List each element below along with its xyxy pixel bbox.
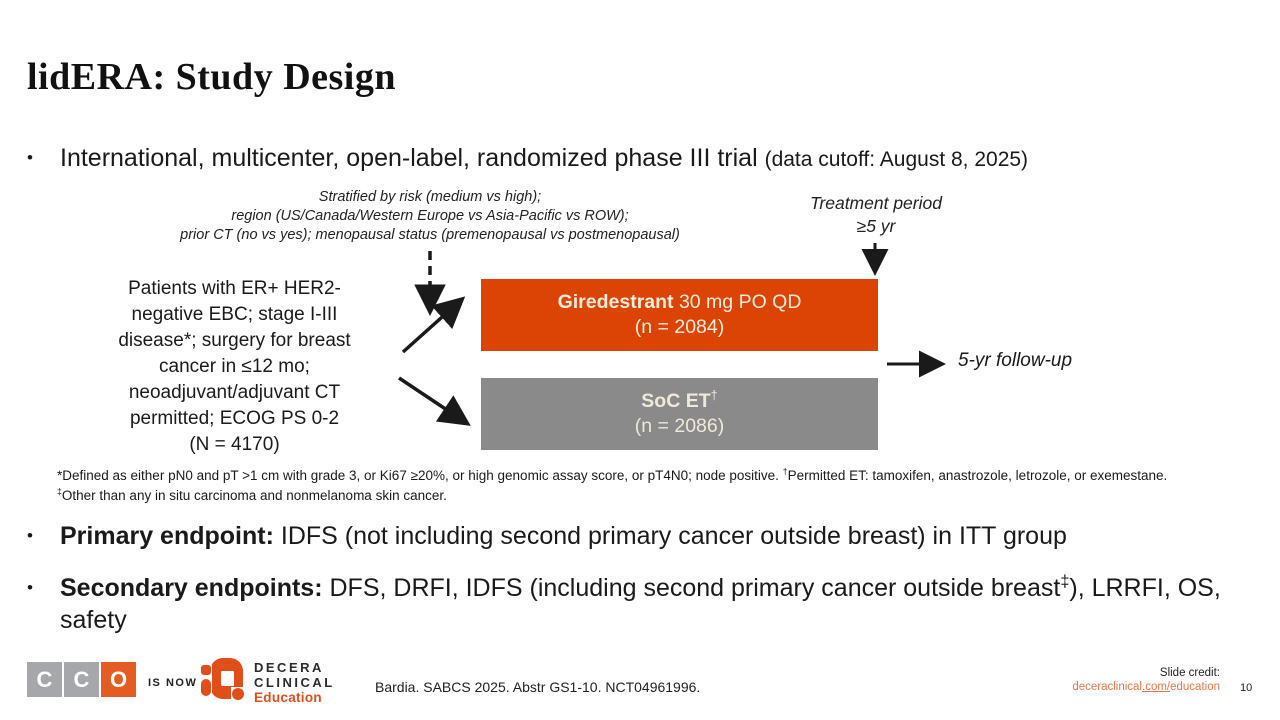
soc-et-arm-n: (n = 2086): [634, 415, 725, 437]
bullet-marker: •: [27, 148, 33, 167]
slide-credit: Slide credit: deceraclinical.com/educati…: [1072, 666, 1220, 694]
intro-bullet-text: International, multicenter, open-label, …: [60, 142, 1028, 176]
patient-population: Patients with ER+ HER2- negative EBC; st…: [62, 276, 407, 458]
cco-logo-square: C: [27, 662, 62, 697]
decera-logo-line: DECERA: [254, 660, 324, 675]
randomize-arrow-upper: [401, 296, 466, 354]
slide-credit-link-part: education: [1170, 681, 1220, 693]
patient-line: negative EBC; stage I-III: [131, 304, 338, 325]
patient-line: cancer in ≤12 mo;: [159, 356, 310, 377]
slide-credit-link-part: deceraclinical: [1072, 681, 1142, 693]
citation: Bardia. SABCS 2025. Abstr GS1-10. NCT049…: [375, 679, 701, 695]
patient-line: disease*; surgery for breast: [118, 330, 351, 351]
soc-et-dagger: †: [710, 388, 718, 403]
decera-logo-icon: [200, 658, 246, 702]
giredestrant-arm-drug: Giredestrant: [557, 291, 674, 313]
randomize-arrow-lower: [398, 376, 471, 426]
patient-line: permitted; ECOG PS 0-2: [129, 408, 340, 429]
primary-endpoint-detail: IDFS (not including second primary cance…: [273, 522, 1067, 550]
patient-line: Patients with ER+ HER2-: [128, 278, 341, 299]
giredestrant-arm-label: Giredestrant 30 mg PO QD: [558, 290, 802, 315]
primary-endpoint-text: Primary endpoint: IDFS (not including se…: [60, 520, 1067, 552]
secondary-endpoints-detail: ), LRRFI, OS, safety: [60, 574, 1221, 634]
footnote-part: Other than any in situ carcinoma and non…: [61, 487, 447, 503]
cco-logo: C C O: [27, 662, 136, 697]
primary-endpoint-label: Primary endpoint:: [60, 522, 274, 550]
footnote-double-dagger: ‡: [57, 486, 62, 496]
cco-logo-square: C: [64, 662, 99, 697]
intro-bullet-paren: (data cutoff: August 8, 2025): [764, 148, 1029, 171]
giredestrant-arm-n: (n = 2084): [634, 316, 725, 338]
is-now-label: IS NOW: [148, 677, 198, 689]
secondary-endpoints-detail: DFS, DRFI, IDFS (including second primar…: [322, 574, 1061, 602]
secondary-endpoints-bullet: • Secondary endpoints: DFS, DRFI, IDFS (…: [27, 572, 1257, 636]
giredestrant-arm-dose: 30 mg PO QD: [673, 291, 802, 313]
footnote-part: Permitted ET: tamoxifen, anastrozole, le…: [787, 468, 1168, 483]
footnote-dagger: †: [782, 466, 788, 477]
stratification-line: prior CT (no vs yes); menopausal status …: [180, 227, 680, 243]
followup-label: 5-yr follow-up: [958, 350, 1073, 371]
patient-n: (N = 4170): [189, 434, 280, 455]
slide-credit-link-part: .com/: [1142, 681, 1171, 693]
footnotes: *Defined as either pN0 and pT >1 cm with…: [57, 466, 1197, 505]
decera-logo-text: DECERA CLINICAL Education: [254, 660, 335, 706]
bullet-marker: •: [27, 526, 33, 545]
page-number: 10: [1240, 682, 1253, 694]
bullet-marker: •: [27, 578, 33, 597]
page-title: lidERA: Study Design: [27, 56, 396, 98]
patient-line: neoadjuvant/adjuvant CT: [128, 382, 341, 403]
decera-logo-line: CLINICAL: [254, 675, 335, 690]
treatment-period-note: Treatment period ≥5 yr: [770, 192, 982, 238]
slide-credit-label: Slide credit:: [1159, 667, 1220, 679]
intro-bullet-main: International, multicenter, open-label, …: [60, 144, 758, 172]
secondary-endpoints-text: Secondary endpoints: DFS, DRFI, IDFS (in…: [60, 572, 1257, 636]
cco-logo-square: O: [101, 662, 136, 697]
soc-et-arm-box: SoC ET† (n = 2086): [481, 378, 878, 450]
decera-logo-education: Education: [254, 690, 322, 705]
soc-et-arm-label: SoC ET†: [641, 389, 717, 414]
treatment-period-duration: ≥5 yr: [856, 216, 896, 236]
secondary-endpoints-label: Secondary endpoints:: [60, 574, 323, 602]
primary-endpoint-bullet: • Primary endpoint: IDFS (not including …: [27, 520, 1267, 552]
stratification-note: Stratified by risk (medium vs high); reg…: [95, 188, 765, 245]
intro-bullet: • International, multicenter, open-label…: [27, 142, 1267, 176]
stratification-line: region (US/Canada/Western Europe vs Asia…: [231, 208, 629, 224]
treatment-period-line: Treatment period: [810, 193, 942, 213]
stratification-line: Stratified by risk (medium vs high);: [318, 189, 542, 205]
footnote-part: *Defined as either pN0 and pT >1 cm with…: [57, 468, 783, 483]
soc-et-arm-drug: SoC ET: [641, 390, 711, 412]
secondary-endpoints-double-dagger: ‡: [1060, 572, 1070, 591]
slide-credit-link[interactable]: deceraclinical.com/education: [1072, 680, 1220, 694]
giredestrant-arm-box: Giredestrant 30 mg PO QD (n = 2084): [481, 279, 878, 351]
